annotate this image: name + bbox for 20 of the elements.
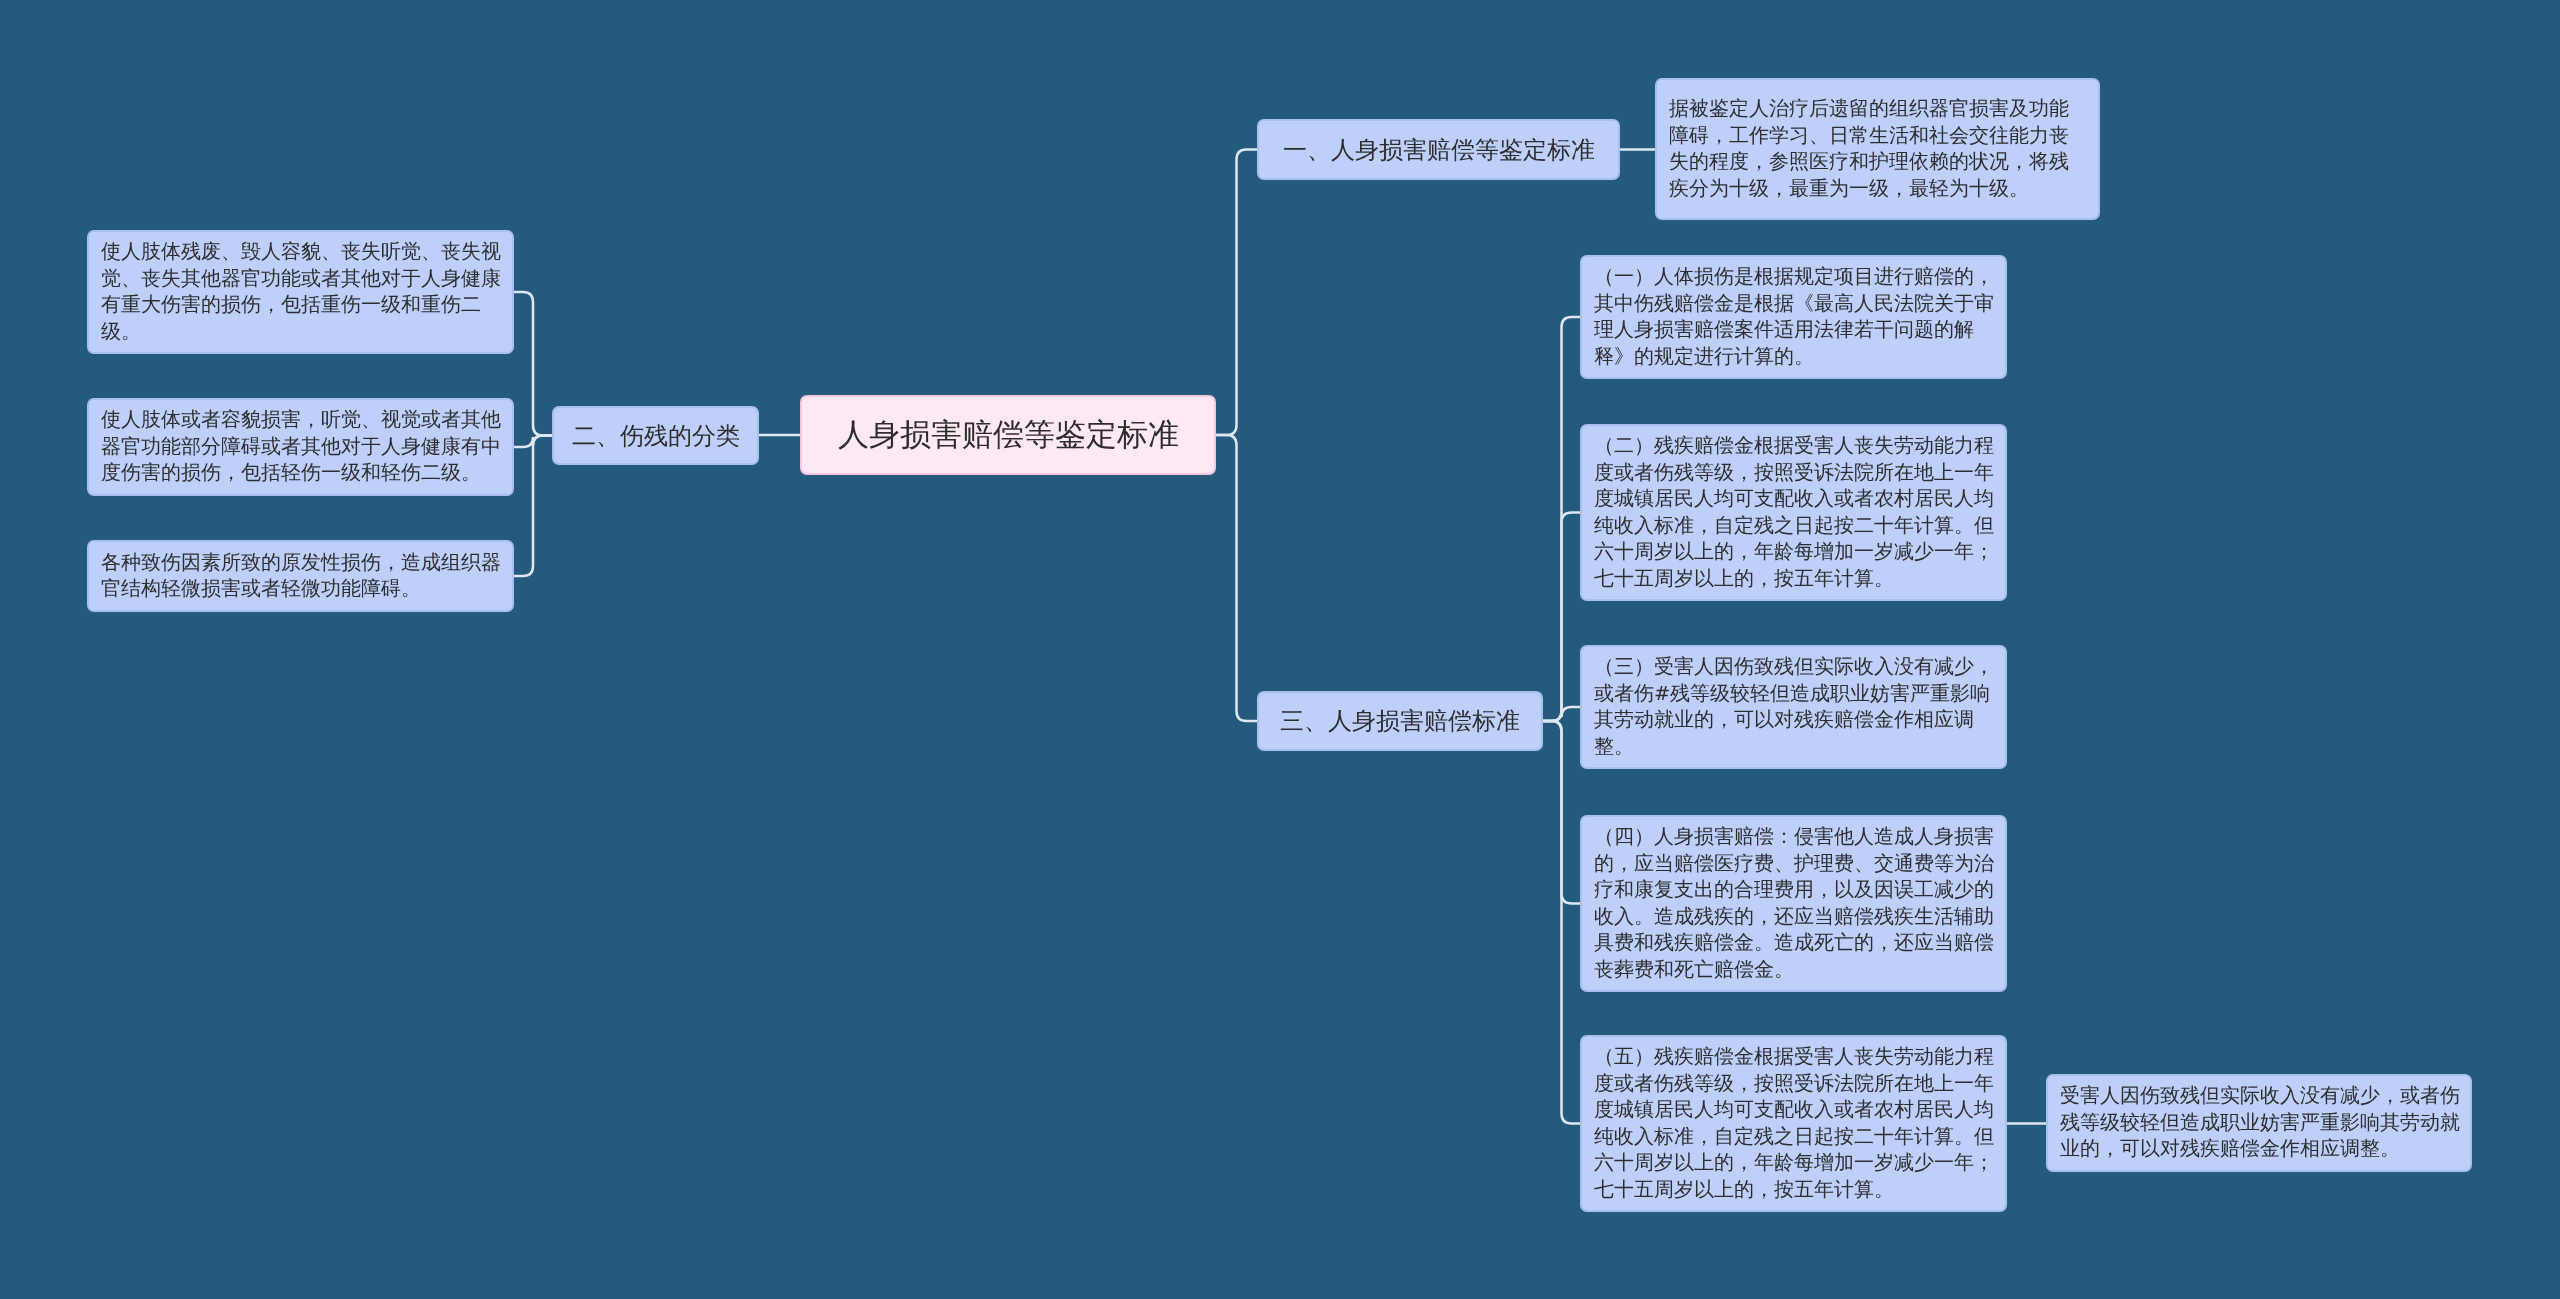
connector [514, 434, 552, 578]
note-box: 使人肢体或者容貌损害，听觉、视觉或者其他器官功能部分障碍或者其他对于人身健康有中度伤害的损伤，包括轻伤一级和轻伤二级。 [87, 398, 514, 496]
note-box: 受害人因伤致残但实际收入没有减少，或者伤残等级较轻但造成职业妨害严重影响其劳动就业的，可以对残疾赔偿金作相应调整。 [2046, 1074, 2472, 1172]
note-box: 使人肢体残废、毁人容貌、丧失听觉、丧失视觉、丧失其他器官功能或者其他对于人身健康有重大伤害的损伤，包括重伤一级和重伤二级。 [87, 230, 514, 354]
note-box: （二）残疾赔偿金根据受害人丧失劳动能力程度或者伤残等级，按照受诉法院所在地上一年度城镇居民人均可支配收入或者农村居民人均纯收入标准，自定残之日起按二十年计算。但六十周岁以上的，年龄每增加一岁减少一年；七十五周岁以上的，按五年计算。 [1580, 424, 2007, 601]
note-box: 据被鉴定人治疗后遗留的组织器官损害及功能障碍，工作学习、日常生活和社会交往能力丧失的程度，参照医疗和护理依赖的状况，将残疾分为十级，最重为一级，最轻为十级。 [1655, 78, 2100, 220]
branch-topic-box: 一、人身损害赔偿等鉴定标准 [1257, 119, 1620, 180]
connector [2007, 1122, 2046, 1125]
branch-topic-box: 二、伤残的分类 [552, 406, 759, 465]
note-box: （四）人身损害赔偿：侵害他人造成人身损害的，应当赔偿医疗费、护理费、交通费等为治疗和康复支出的合理费用，以及因误工减少的收入。造成残疾的，还应当赔偿残疾生活辅助具费和残疾赔偿金。造成死亡的，还应当赔偿丧葬费和死亡赔偿金。 [1580, 815, 2007, 992]
note-box: （三）受害人因伤致残但实际收入没有减少，或者伤#残等级较轻但造成职业妨害严重影响其劳动就业的，可以对残疾赔偿金作相应调整。 [1580, 645, 2007, 769]
connector [759, 433, 800, 437]
connector [1216, 433, 1257, 723]
note-box: （一）人体损伤是根据规定项目进行赔偿的，其中伤残赔偿金是根据《最高人民法院关于审理人身损害赔偿案件适用法律若干问题的解释》的规定进行计算的。 [1580, 255, 2007, 379]
note-box: （五）残疾赔偿金根据受害人丧失劳动能力程度或者伤残等级，按照受诉法院所在地上一年度城镇居民人均可支配收入或者农村居民人均纯收入标准，自定残之日起按二十年计算。但六十周岁以上的，年龄每增加一岁减少一年；七十五周岁以上的，按五年计算。 [1580, 1035, 2007, 1212]
connector [1620, 148, 1655, 151]
branch-topic-box: 三、人身损害赔偿标准 [1257, 691, 1543, 751]
central-topic-box: 人身损害赔偿等鉴定标准 [800, 395, 1216, 475]
connector [1543, 719, 1580, 1125]
note-box: 各种致伤因素所致的原发性损伤，造成组织器官结构轻微损害或者轻微功能障碍。 [87, 540, 514, 612]
